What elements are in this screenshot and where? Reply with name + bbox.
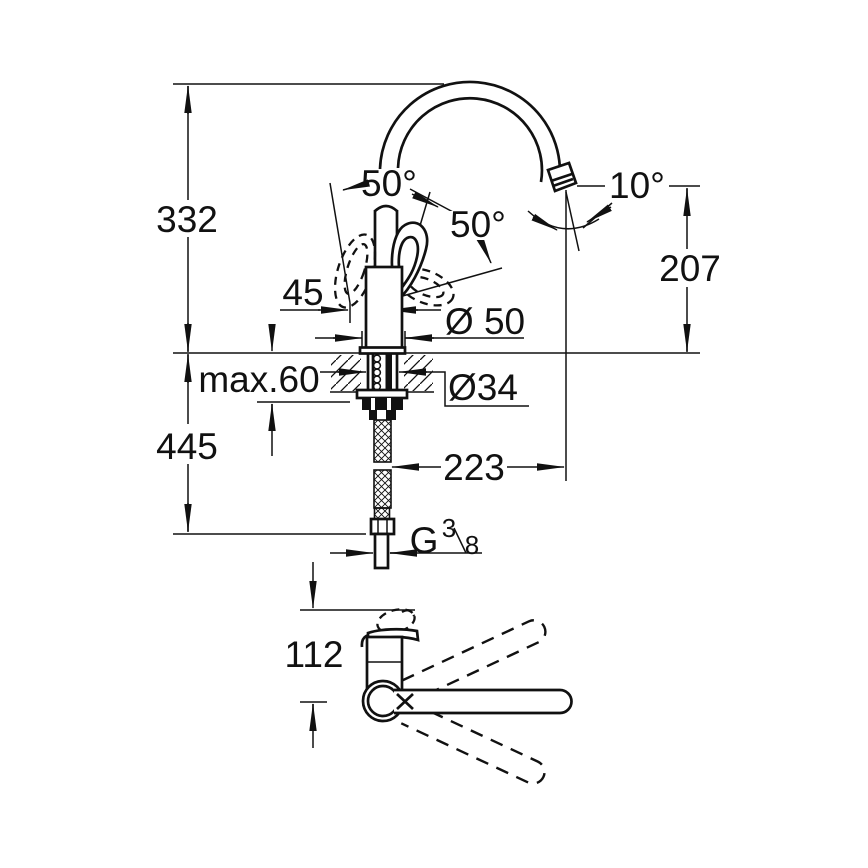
countertop-hatch-left (331, 355, 361, 391)
spout-outer-arc (378, 80, 562, 186)
mounting-nut-slit-2 (387, 398, 391, 410)
hose-connection-nut (369, 517, 396, 536)
label-223: 223 (443, 447, 505, 488)
label-445: 445 (156, 426, 218, 467)
flex-hose-upper (373, 419, 392, 463)
mounting-nut (362, 398, 403, 410)
mounting-shank-walls (366, 354, 399, 391)
label-diameter-50: Ø 50 (445, 301, 525, 342)
topview-body-left-curl (360, 633, 370, 648)
lever-stem-cap (374, 204, 398, 213)
label-max60: max.60 (198, 359, 319, 400)
mounting-nut-slit-1 (371, 398, 375, 410)
spout-inner-arc (396, 96, 544, 183)
dimension-lines-side-view (173, 83, 700, 557)
flex-hose-lower (373, 469, 392, 509)
label-backgrounds (154, 169, 721, 672)
dim-d50-extensions (361, 331, 406, 347)
mounting-plate (355, 388, 409, 400)
label-diameter-34: Ø34 (448, 367, 518, 408)
faucet-side-view (330, 80, 578, 570)
lever-swing-ghost-left-inner (343, 242, 369, 296)
dim-d34-leader (425, 371, 529, 407)
dim-50b-arrow (476, 236, 492, 264)
label-45: 45 (282, 272, 323, 313)
countertop-hatch-right (404, 355, 433, 391)
loop-handle-inner (397, 235, 420, 289)
hose-collar (373, 507, 391, 520)
base-flange (358, 346, 407, 355)
shank-rod (385, 354, 392, 391)
faucet-body (364, 265, 404, 350)
swivel-joint-inner (366, 684, 400, 718)
spout-aerator-seams (550, 172, 574, 188)
shank-thread-beads (372, 354, 382, 391)
shank-end-slit (377, 410, 386, 420)
label-thread-numerator: 3 (442, 513, 456, 543)
topview-spout (394, 688, 573, 715)
dim-50a-arrow-left (342, 179, 371, 191)
swivel-center-mark (396, 693, 414, 710)
spout-swivel-ghost-upper (401, 619, 547, 703)
spout-swivel-ghost-lower (400, 701, 546, 785)
dim-50a-line-left (329, 182, 351, 304)
dim-g38-slash (453, 527, 467, 554)
label-thread-denominator: 8 (465, 530, 479, 560)
stream-angle-line (565, 191, 580, 252)
topview-lever-ghost (376, 608, 416, 634)
dim-10deg-arrow-left (531, 213, 558, 231)
label-50deg-side: 50° (450, 204, 506, 245)
label-50deg-front: 50° (361, 163, 417, 204)
dim-50b-line-lower (391, 267, 503, 300)
hose-nut-facets (377, 519, 388, 534)
label-207: 207 (659, 248, 721, 289)
dim-50a-arrow-right (411, 191, 439, 208)
dimension-labels: 332 445 207 max.60 45 Ø 50 Ø34 223 112 1… (156, 163, 721, 675)
topview-lever-ghost-tick (401, 609, 416, 617)
thread-pipe (373, 532, 390, 570)
label-10deg: 10° (609, 165, 665, 206)
dim-10deg-arrow-right (586, 204, 612, 223)
body-top-seam (369, 269, 383, 274)
label-332: 332 (156, 199, 218, 240)
label-thread-letter: G (410, 520, 439, 561)
faucet-top-view (300, 562, 573, 785)
label-112: 112 (285, 634, 344, 675)
